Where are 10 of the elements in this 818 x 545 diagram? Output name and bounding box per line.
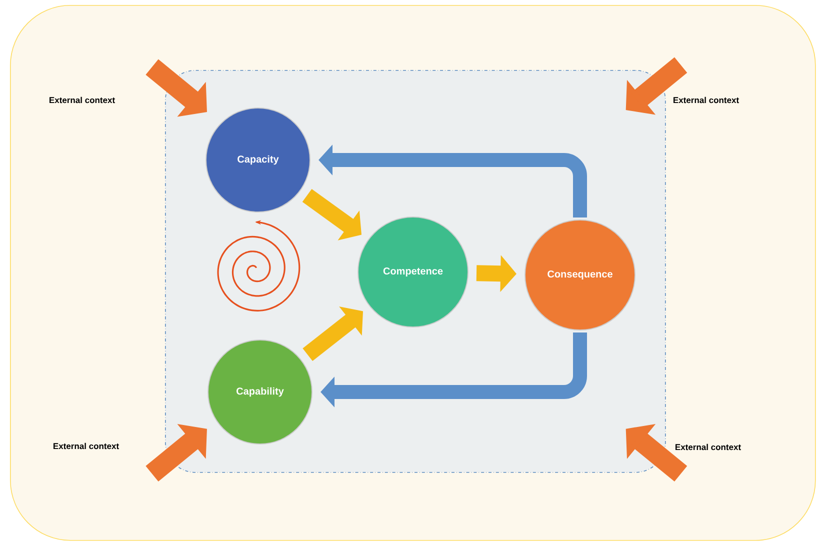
block-arrow [146,424,207,482]
circle-node: Consequence [524,220,636,330]
context-label: External context [54,442,119,450]
context-label: External context [50,96,115,104]
circle-node: Competence [358,216,468,328]
context-label: External context [674,96,739,104]
circle-node: Capability [208,340,312,444]
context-label: External context [676,444,741,450]
circle-node: Capacity [206,108,310,212]
block-arrow [626,57,688,115]
